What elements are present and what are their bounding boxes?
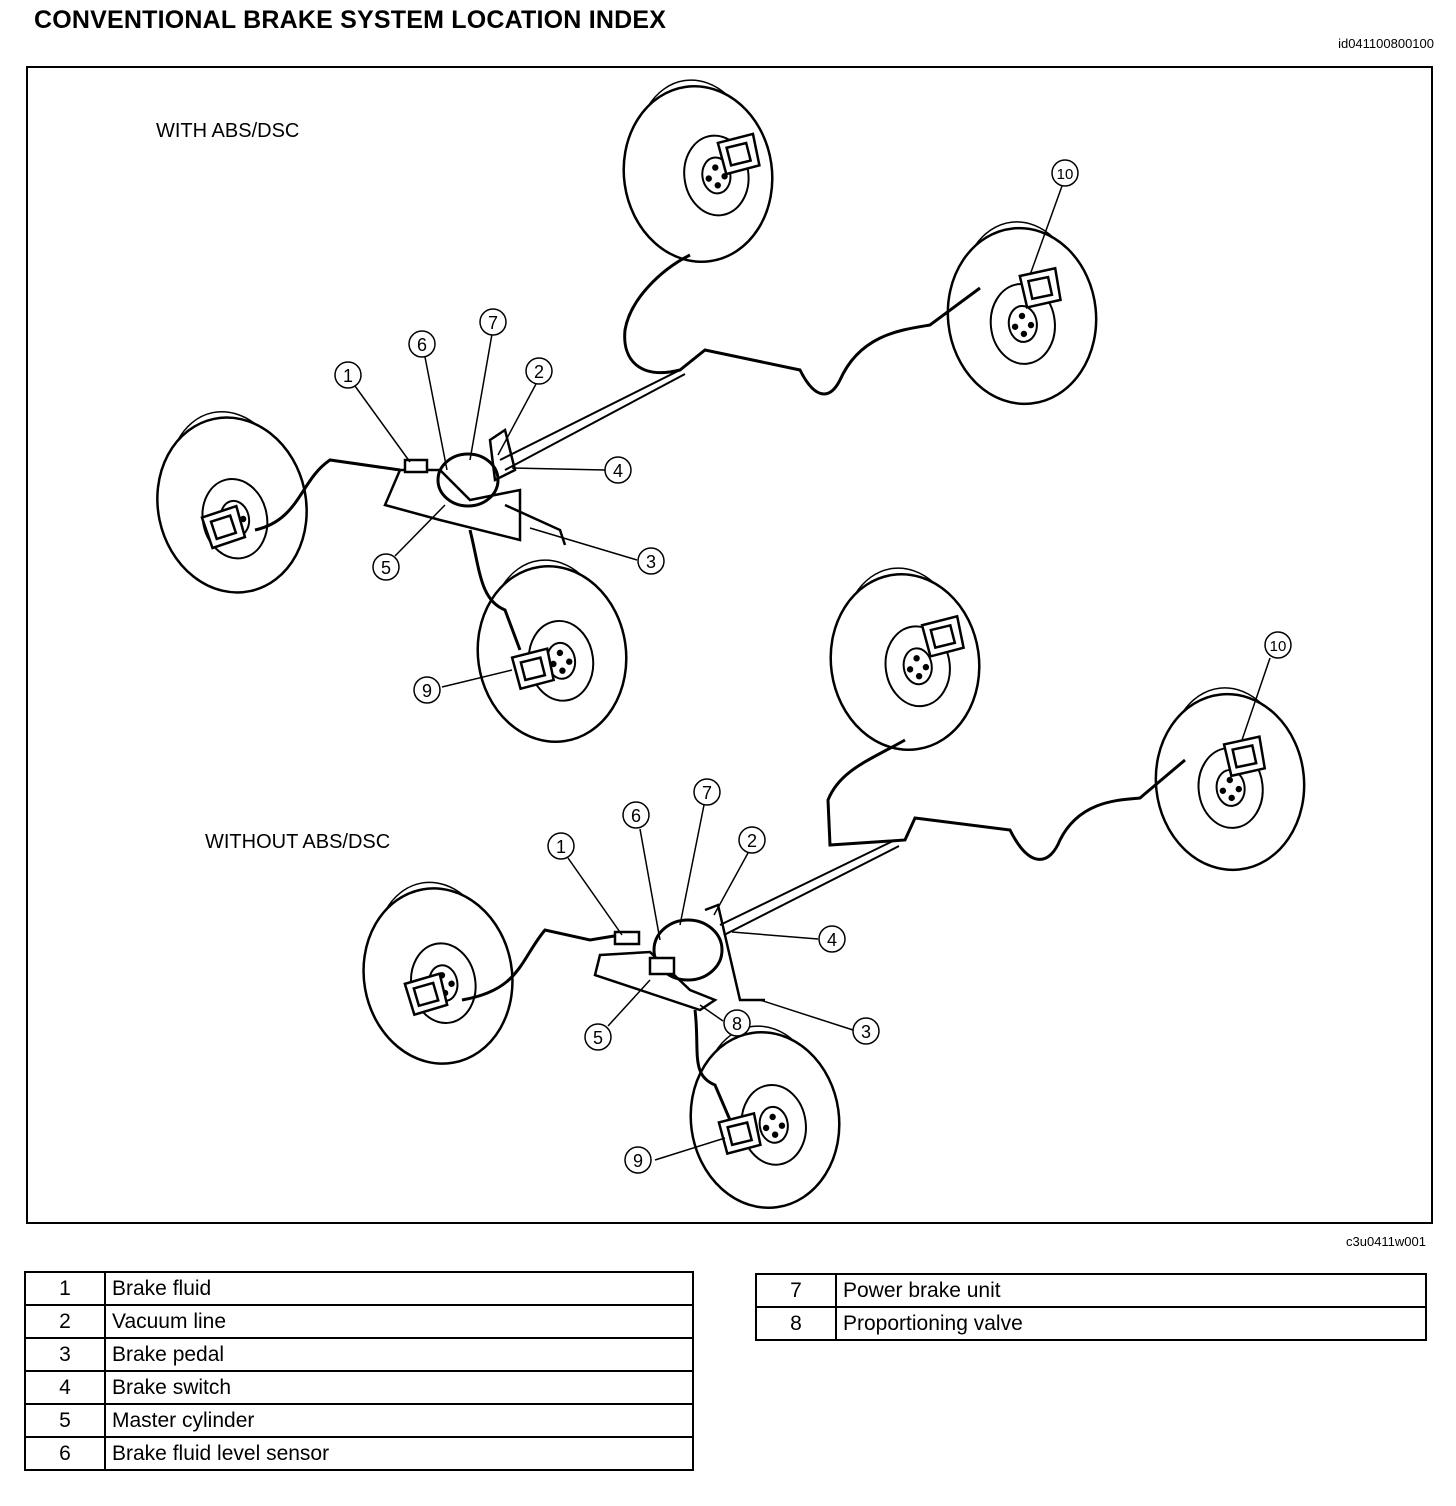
callout-4-bottom: 4 [818, 925, 846, 953]
page-title: CONVENTIONAL BRAKE SYSTEM LOCATION INDEX [34, 6, 667, 34]
legend-description: Brake pedal [104, 1337, 694, 1372]
legend-description: Proportioning valve [835, 1306, 1427, 1341]
svg-text:4: 4 [827, 930, 837, 950]
callout-10-top: 10 [1051, 159, 1079, 187]
section-label-without-abs: WITHOUT ABS/DSC [205, 831, 391, 853]
legend-number: 1 [24, 1271, 106, 1306]
callout-2-top: 2 [525, 357, 553, 385]
svg-text:5: 5 [593, 1028, 603, 1048]
svg-text:3: 3 [646, 552, 656, 572]
callout-5-top: 5 [372, 553, 400, 581]
legend-number: 4 [24, 1370, 106, 1405]
svg-text:7: 7 [488, 313, 498, 333]
svg-text:1: 1 [343, 366, 353, 386]
legend-description: Vacuum line [104, 1304, 694, 1339]
callout-6-top: 6 [408, 330, 436, 358]
callout-9-bottom: 9 [624, 1146, 652, 1174]
legend-number: 5 [24, 1403, 106, 1438]
callout-7-top: 7 [479, 308, 507, 336]
callout-1-bottom: 1 [547, 832, 575, 860]
legend-number: 3 [24, 1337, 106, 1372]
legend-number: 7 [755, 1273, 837, 1308]
callout-1-top: 1 [334, 361, 362, 389]
callout-9-top: 9 [413, 676, 441, 704]
svg-text:6: 6 [417, 335, 427, 355]
figure-frame [26, 66, 1433, 1224]
callout-3-bottom: 3 [852, 1017, 880, 1045]
svg-text:4: 4 [613, 461, 623, 481]
svg-text:5: 5 [381, 558, 391, 578]
svg-text:10: 10 [1057, 166, 1074, 183]
legend-description: Master cylinder [104, 1403, 694, 1438]
svg-text:8: 8 [732, 1014, 742, 1034]
document-id: id041100800100 [1338, 36, 1434, 51]
callout-8-bottom: 8 [723, 1009, 751, 1037]
legend-description: Brake switch [104, 1370, 694, 1405]
svg-text:3: 3 [861, 1022, 871, 1042]
callout-5-bottom: 5 [584, 1023, 612, 1051]
legend-description: Power brake unit [835, 1273, 1427, 1308]
callout-4-top: 4 [604, 456, 632, 484]
svg-text:9: 9 [422, 681, 432, 701]
section-label-with-abs: WITH ABS/DSC [156, 120, 300, 142]
svg-text:1: 1 [556, 837, 566, 857]
callout-6-bottom: 6 [622, 801, 650, 829]
callout-7-bottom: 7 [693, 778, 721, 806]
legend-number: 6 [24, 1436, 106, 1471]
legend-description: Brake fluid level sensor [104, 1436, 694, 1471]
legend-number: 2 [24, 1304, 106, 1339]
callout-10-bottom: 10 [1264, 631, 1292, 659]
top-brake-layout [138, 68, 1107, 753]
svg-text:2: 2 [534, 362, 544, 382]
legend-description: Brake fluid [104, 1271, 694, 1306]
bottom-brake-layout [347, 556, 1315, 1219]
svg-text:2: 2 [747, 831, 757, 851]
bottom-callout-leaders [567, 657, 1271, 1161]
svg-text:6: 6 [631, 806, 641, 826]
svg-text:10: 10 [1270, 638, 1287, 655]
callout-3-top: 3 [637, 547, 665, 575]
top-callout-leaders [354, 185, 1063, 688]
svg-text:7: 7 [702, 783, 712, 803]
figure-id: c3u0411w001 [1346, 1234, 1426, 1249]
legend-number: 8 [755, 1306, 837, 1341]
svg-text:9: 9 [633, 1151, 643, 1171]
callout-2-bottom: 2 [738, 826, 766, 854]
